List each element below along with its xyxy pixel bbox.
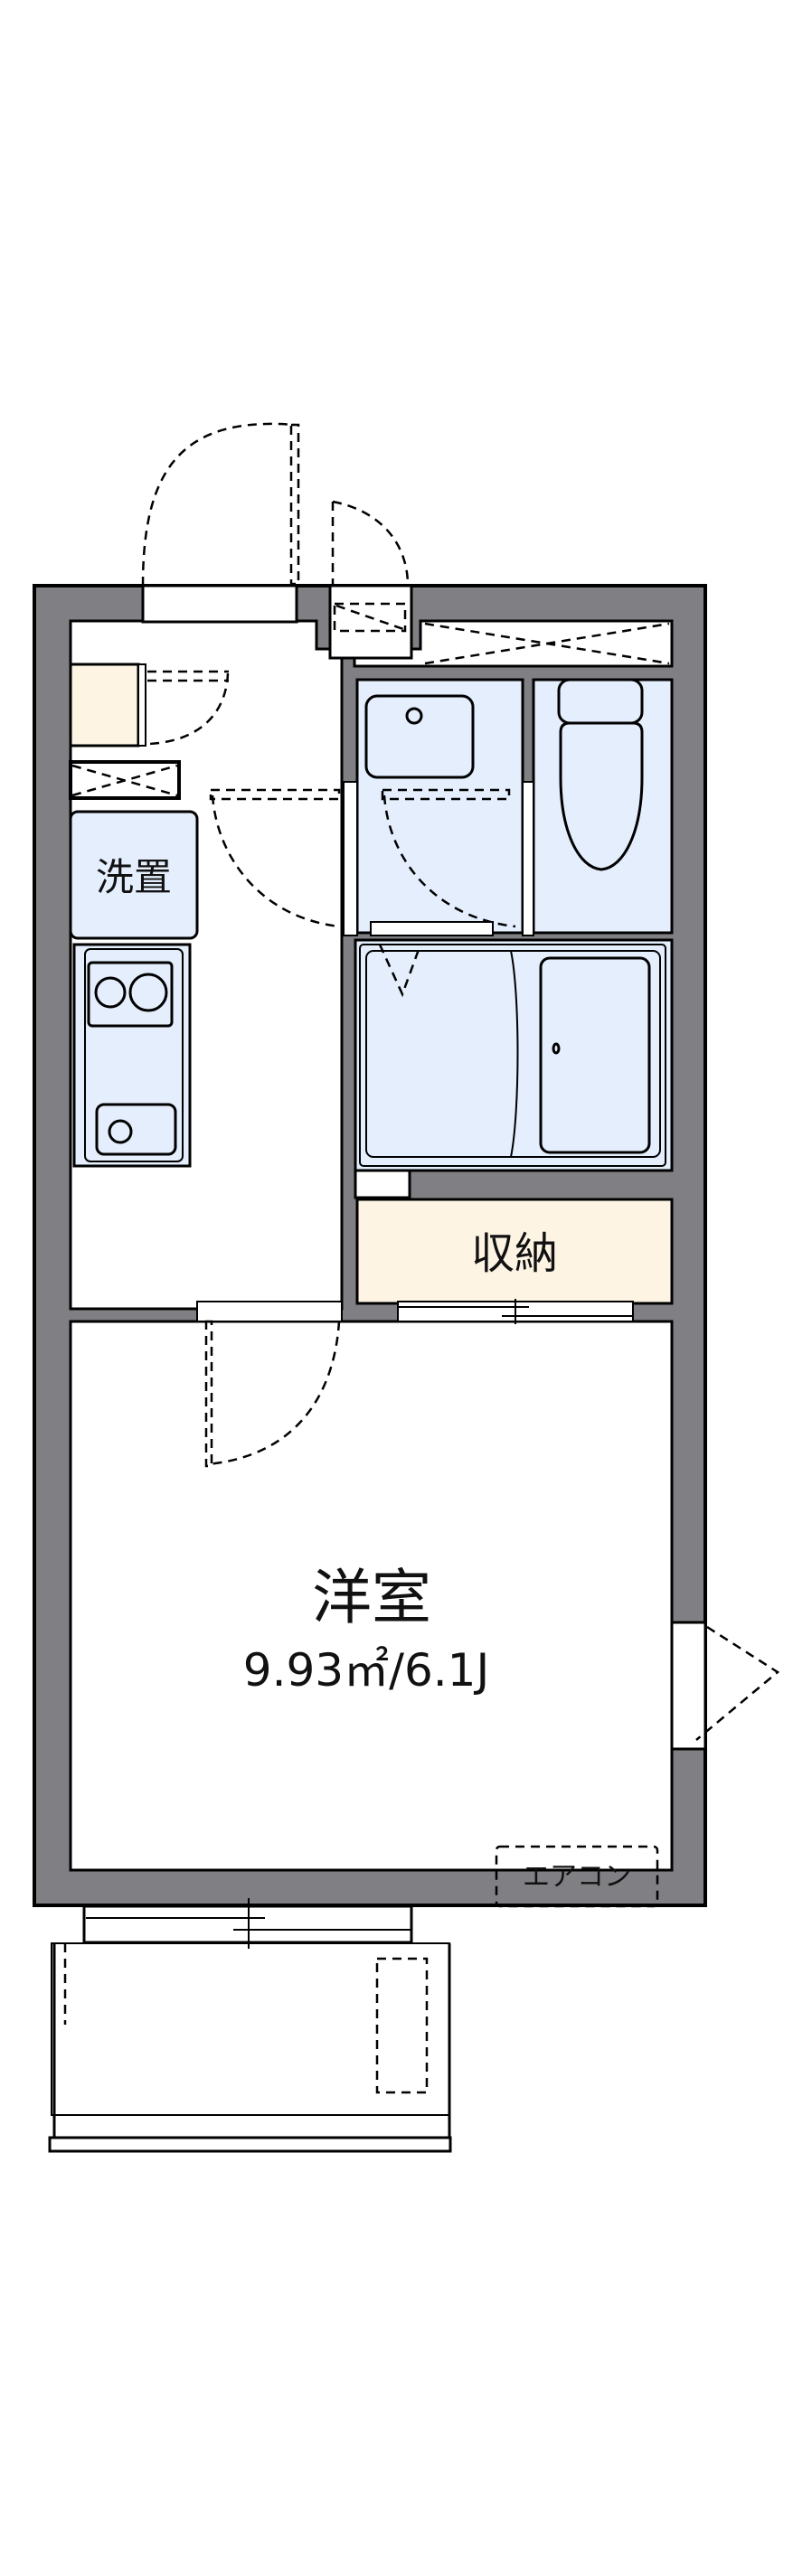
outdoor-unit xyxy=(375,1957,429,2094)
washbasin-icon xyxy=(364,694,475,779)
kitchen xyxy=(72,943,192,1168)
balcony xyxy=(48,1942,452,2153)
small-storage xyxy=(69,760,181,800)
room-door xyxy=(196,1301,343,1468)
meter-box xyxy=(328,500,413,660)
bathtub-icon xyxy=(539,956,651,1154)
storage-label: 収納 xyxy=(471,1228,558,1279)
balcony-window xyxy=(82,1898,413,1949)
washroom xyxy=(343,678,524,936)
washer-space-label: 洗置 xyxy=(96,855,172,899)
washroom-door xyxy=(209,788,341,928)
air-conditioner-label: エアコン xyxy=(523,1861,631,1893)
top-storage-strip xyxy=(353,619,674,668)
stove-icon xyxy=(87,961,174,1028)
sink-icon xyxy=(95,1103,177,1156)
toilet-bowl-icon xyxy=(559,721,644,871)
western-room-label: 洋室 xyxy=(312,1563,431,1632)
washer-space: 洗置 xyxy=(69,810,199,940)
entry-door xyxy=(141,422,300,624)
western-room: 洋室 9.93㎡/6.1J xyxy=(243,1563,489,1697)
storage-closet: 収納 xyxy=(355,1198,674,1324)
top-shelf xyxy=(424,622,670,665)
bathroom xyxy=(354,921,674,1199)
western-room-area: 9.93㎡/6.1J xyxy=(243,1644,489,1697)
toilet xyxy=(522,678,674,936)
shoe-box xyxy=(69,663,230,747)
western-room-floor xyxy=(69,1320,674,1872)
air-conditioner: エアコン xyxy=(495,1845,659,1908)
side-window xyxy=(670,1621,780,1751)
